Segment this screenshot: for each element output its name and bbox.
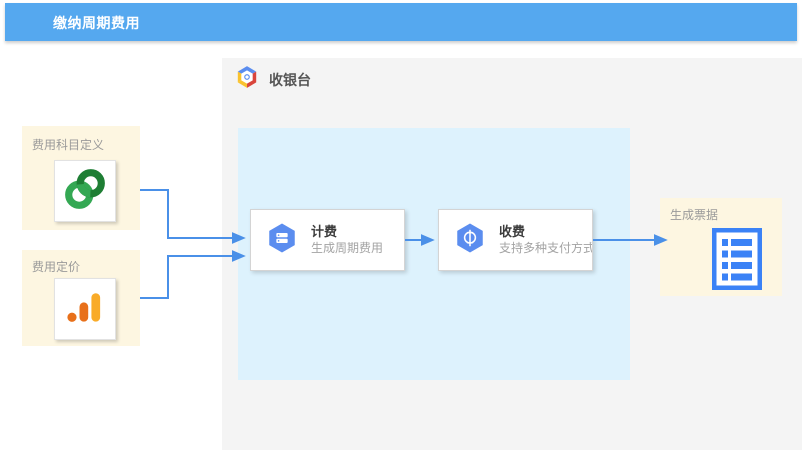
green-interlocking-rings-icon — [62, 166, 108, 217]
blue-hexagon-payment-icon — [453, 221, 487, 260]
window-title-bar: 缴纳周期费用 — [5, 3, 797, 41]
process-step-charge[interactable]: 收费 支持多种支付方式 — [438, 209, 593, 271]
google-cloud-hexagon-icon — [234, 64, 260, 95]
process-step-billing[interactable]: 计费 生成周期费用 — [250, 209, 405, 271]
blue-hexagon-database-icon — [265, 221, 299, 260]
section-header-cashier: 收银台 — [234, 64, 311, 95]
process-step-charge-text: 收费 支持多种支付方式 — [499, 224, 593, 255]
process-step-billing-subtitle: 生成周期费用 — [311, 240, 384, 255]
process-step-charge-title: 收费 — [499, 224, 526, 240]
process-step-billing-title: 计费 — [311, 224, 338, 240]
green-interlocking-rings-icon-tile[interactable] — [54, 160, 116, 222]
input-card-fee-pricing-label: 费用定价 — [32, 260, 81, 274]
orange-bar-chart-icon-tile[interactable] — [54, 278, 116, 340]
process-step-billing-text: 计费 生成周期费用 — [311, 224, 383, 255]
input-card-fee-subject-label: 费用科目定义 — [32, 138, 105, 152]
page-title: 缴纳周期费用 — [53, 15, 140, 31]
output-card-receipt-label: 生成票据 — [670, 208, 719, 222]
orange-bar-chart-icon — [63, 285, 107, 334]
blue-document-list-icon — [710, 226, 764, 295]
process-step-charge-subtitle: 支持多种支付方式 — [499, 240, 593, 255]
section-title: 收银台 — [269, 71, 311, 88]
